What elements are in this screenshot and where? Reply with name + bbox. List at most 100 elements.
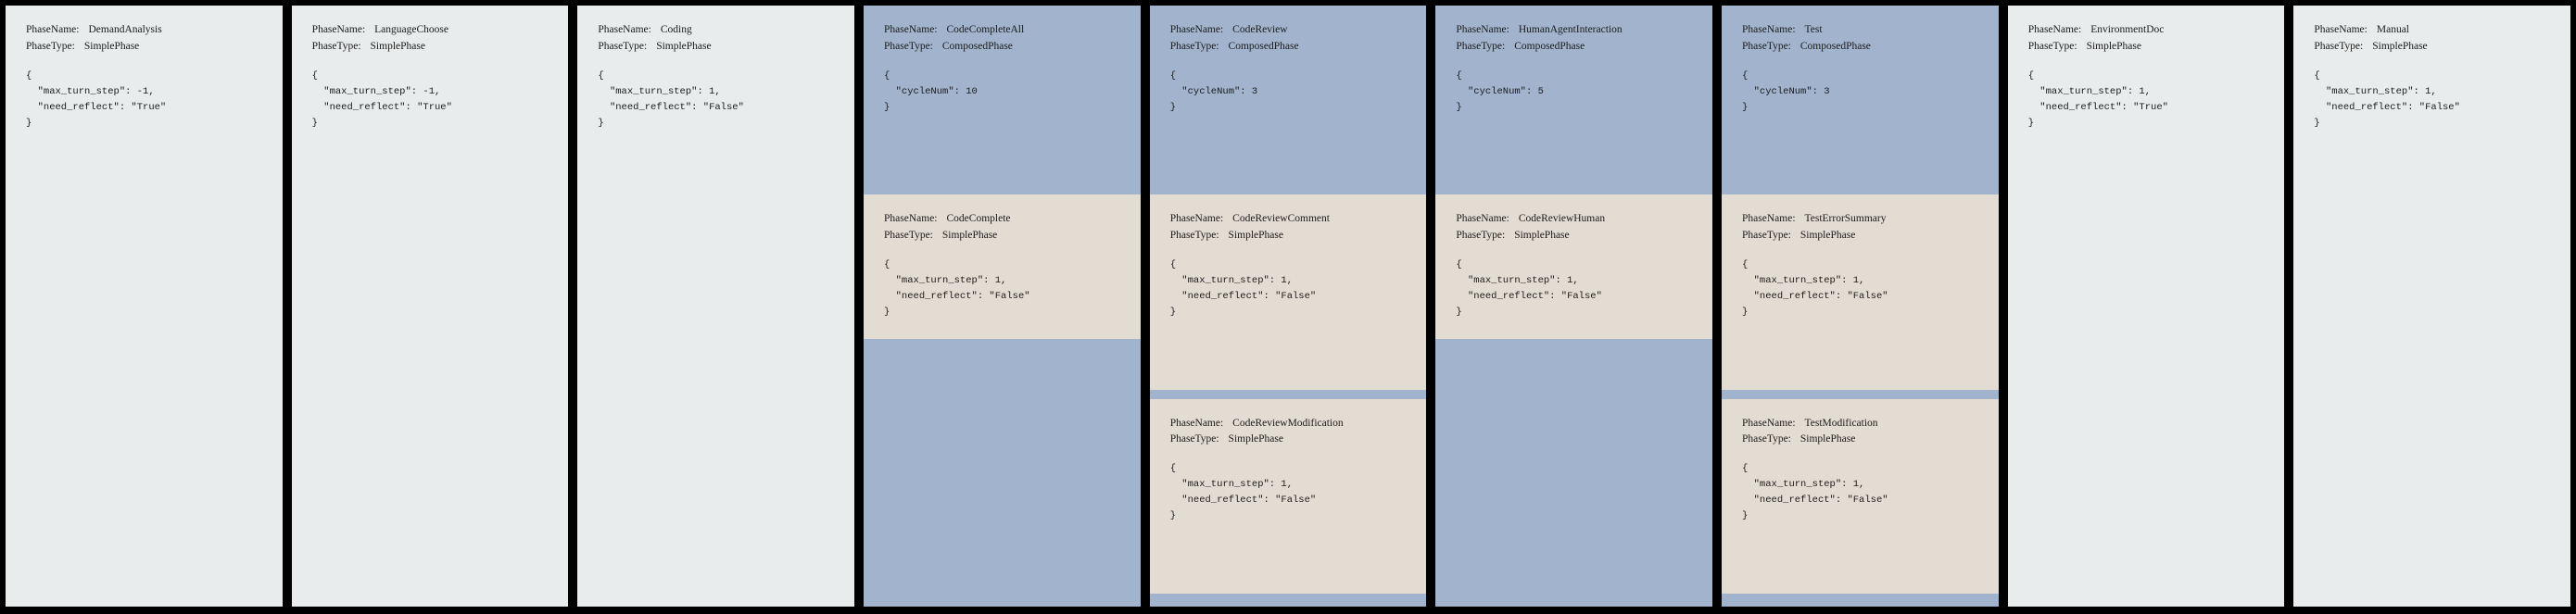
phase-type-label-row: PhaseType:SimplePhase <box>598 39 840 56</box>
subphase-name-label-row: PhaseName: CodeReviewHuman <box>1456 211 1698 228</box>
phase-name-label: PhaseName: <box>1742 24 1796 35</box>
phase-name-value: LanguageChoose <box>374 24 448 35</box>
subphase-params-json: { "max_turn_step": 1, "need_reflect": "F… <box>1456 258 1602 318</box>
subphase-params-json: { "max_turn_step": 1, "need_reflect": "F… <box>1742 463 1888 522</box>
subphase-name-label: PhaseName: <box>1169 417 1224 429</box>
subphase-name-label: PhaseName: <box>1742 417 1796 429</box>
subphase-type-label: PhaseType: <box>1742 433 1791 445</box>
phase-params-json: { "max_turn_step": 1, "need_reflect": "T… <box>2027 69 2168 129</box>
phase-name-label: PhaseName: <box>1456 24 1509 35</box>
subphase-name-value: TestModification <box>1804 417 1878 429</box>
phase-type-label-row: PhaseType:SimplePhase <box>26 39 268 56</box>
subphase-type-value: SimplePhase <box>1228 229 1283 241</box>
subphase-type-value: SimplePhase <box>1799 229 1856 241</box>
phase-name-label: PhaseName: <box>311 24 366 35</box>
phase-name-value: CodeCompleteAll <box>946 24 1025 35</box>
phase-params-json: { "cycleNum": 10 } <box>884 69 978 113</box>
phase-params-json: { "max_turn_step": 1, "need_reflect": "F… <box>598 69 744 129</box>
subphase-type-label: PhaseType: <box>884 229 933 241</box>
phase-params-json: { "max_turn_step": 1, "need_reflect": "F… <box>2314 69 2460 129</box>
phase-params-json: { "cycleNum": 3 } <box>1742 69 1830 113</box>
phase-type-label: PhaseType: <box>1742 40 1791 52</box>
subphase-type-label: PhaseType: <box>1742 229 1791 241</box>
subphase-name-value: CodeComplete <box>946 213 1011 224</box>
subphase-name-label-row: PhaseName: TestModification <box>1742 416 1984 432</box>
phase-type-label-row: PhaseType:SimplePhase <box>2314 39 2556 56</box>
subphase-name-label-row: PhaseName: CodeComplete <box>884 211 1126 228</box>
phase-params-json: { "cycleNum": 3 } <box>1169 69 1258 113</box>
phase-type-label: PhaseType: <box>2027 40 2077 52</box>
phase-name-label-row: PhaseName: LanguageChoose <box>312 22 554 39</box>
subphase-params-json: { "max_turn_step": 1, "need_reflect": "F… <box>884 258 1030 318</box>
phase-name-value: EnvironmentDoc <box>2090 24 2165 35</box>
phase-type-label: PhaseType: <box>884 40 933 52</box>
phase-name-value: CodeReview <box>1232 24 1288 35</box>
phase-type-value: SimplePhase <box>370 40 425 52</box>
phase-name-label: PhaseName: <box>1169 24 1224 35</box>
phase-name-label-row: PhaseName: CodeReview <box>1170 22 1412 39</box>
phase-type-value: ComposedPhase <box>1799 40 1871 52</box>
subphase-name-label: PhaseName: <box>1456 213 1509 224</box>
phase-name-label: PhaseName: <box>2027 24 2082 35</box>
subphase-type-label: PhaseType: <box>1169 229 1219 241</box>
subphase-name-label-row: PhaseName:CodeReviewComment <box>1170 211 1412 228</box>
phase-type-value: ComposedPhase <box>1514 40 1585 52</box>
subphase-type-label-row: PhaseType: SimplePhase <box>1456 228 1698 244</box>
subphase-name-label-row: PhaseName: CodeReviewModification <box>1170 416 1412 432</box>
subphase-name-value: CodeReviewHuman <box>1518 213 1606 224</box>
phase-type-label-row: PhaseType: ComposedPhase <box>1742 39 1984 56</box>
subphase-type-label-row: PhaseType:SimplePhase <box>1170 432 1412 448</box>
phase-type-value: SimplePhase <box>656 40 712 52</box>
subphase-name-value: CodeReviewModification <box>1232 417 1344 429</box>
phase-type-label-row: PhaseType:SimplePhase <box>312 39 554 56</box>
phase-name-label-row: PhaseName: EnvironmentDoc <box>2028 22 2270 39</box>
phase-name-value: Coding <box>660 24 692 35</box>
subphase-type-label-row: PhaseType: SimplePhase <box>1742 228 1984 244</box>
subphase-type-label: PhaseType: <box>1456 229 1506 241</box>
subphase-name-label-row: PhaseName:TestErrorSummary <box>1742 211 1984 228</box>
phase-name-value: HumanAgentInteraction <box>1518 24 1623 35</box>
subphase-type-value: SimplePhase <box>1514 229 1570 241</box>
subphase-type-value: SimplePhase <box>1228 433 1283 445</box>
phase-name-label: PhaseName: <box>2314 24 2368 35</box>
subphase-name-label: PhaseName: <box>884 213 938 224</box>
phase-name-label: PhaseName: <box>884 24 938 35</box>
phase-type-value: SimplePhase <box>2372 40 2428 52</box>
phase-params-json: { "max_turn_step": -1, "need_reflect": "… <box>26 69 167 129</box>
subphase-filler <box>864 338 1141 607</box>
subphase-params-json: { "max_turn_step": 1, "need_reflect": "F… <box>1169 463 1317 522</box>
subphase-type-value: SimplePhase <box>941 229 998 241</box>
subphase-type-label-row: PhaseType:SimplePhase <box>1742 432 1984 448</box>
phase-name-label-row: PhaseName:Test <box>1742 22 1984 39</box>
subphase-name-value: TestErrorSummary <box>1804 213 1887 224</box>
phase-type-value: SimplePhase <box>2086 40 2141 52</box>
phase-type-label: PhaseType: <box>1456 40 1506 52</box>
subphase-name-value: CodeReviewComment <box>1232 213 1330 224</box>
phase-type-label-row: PhaseType:ComposedPhase <box>884 39 1126 56</box>
